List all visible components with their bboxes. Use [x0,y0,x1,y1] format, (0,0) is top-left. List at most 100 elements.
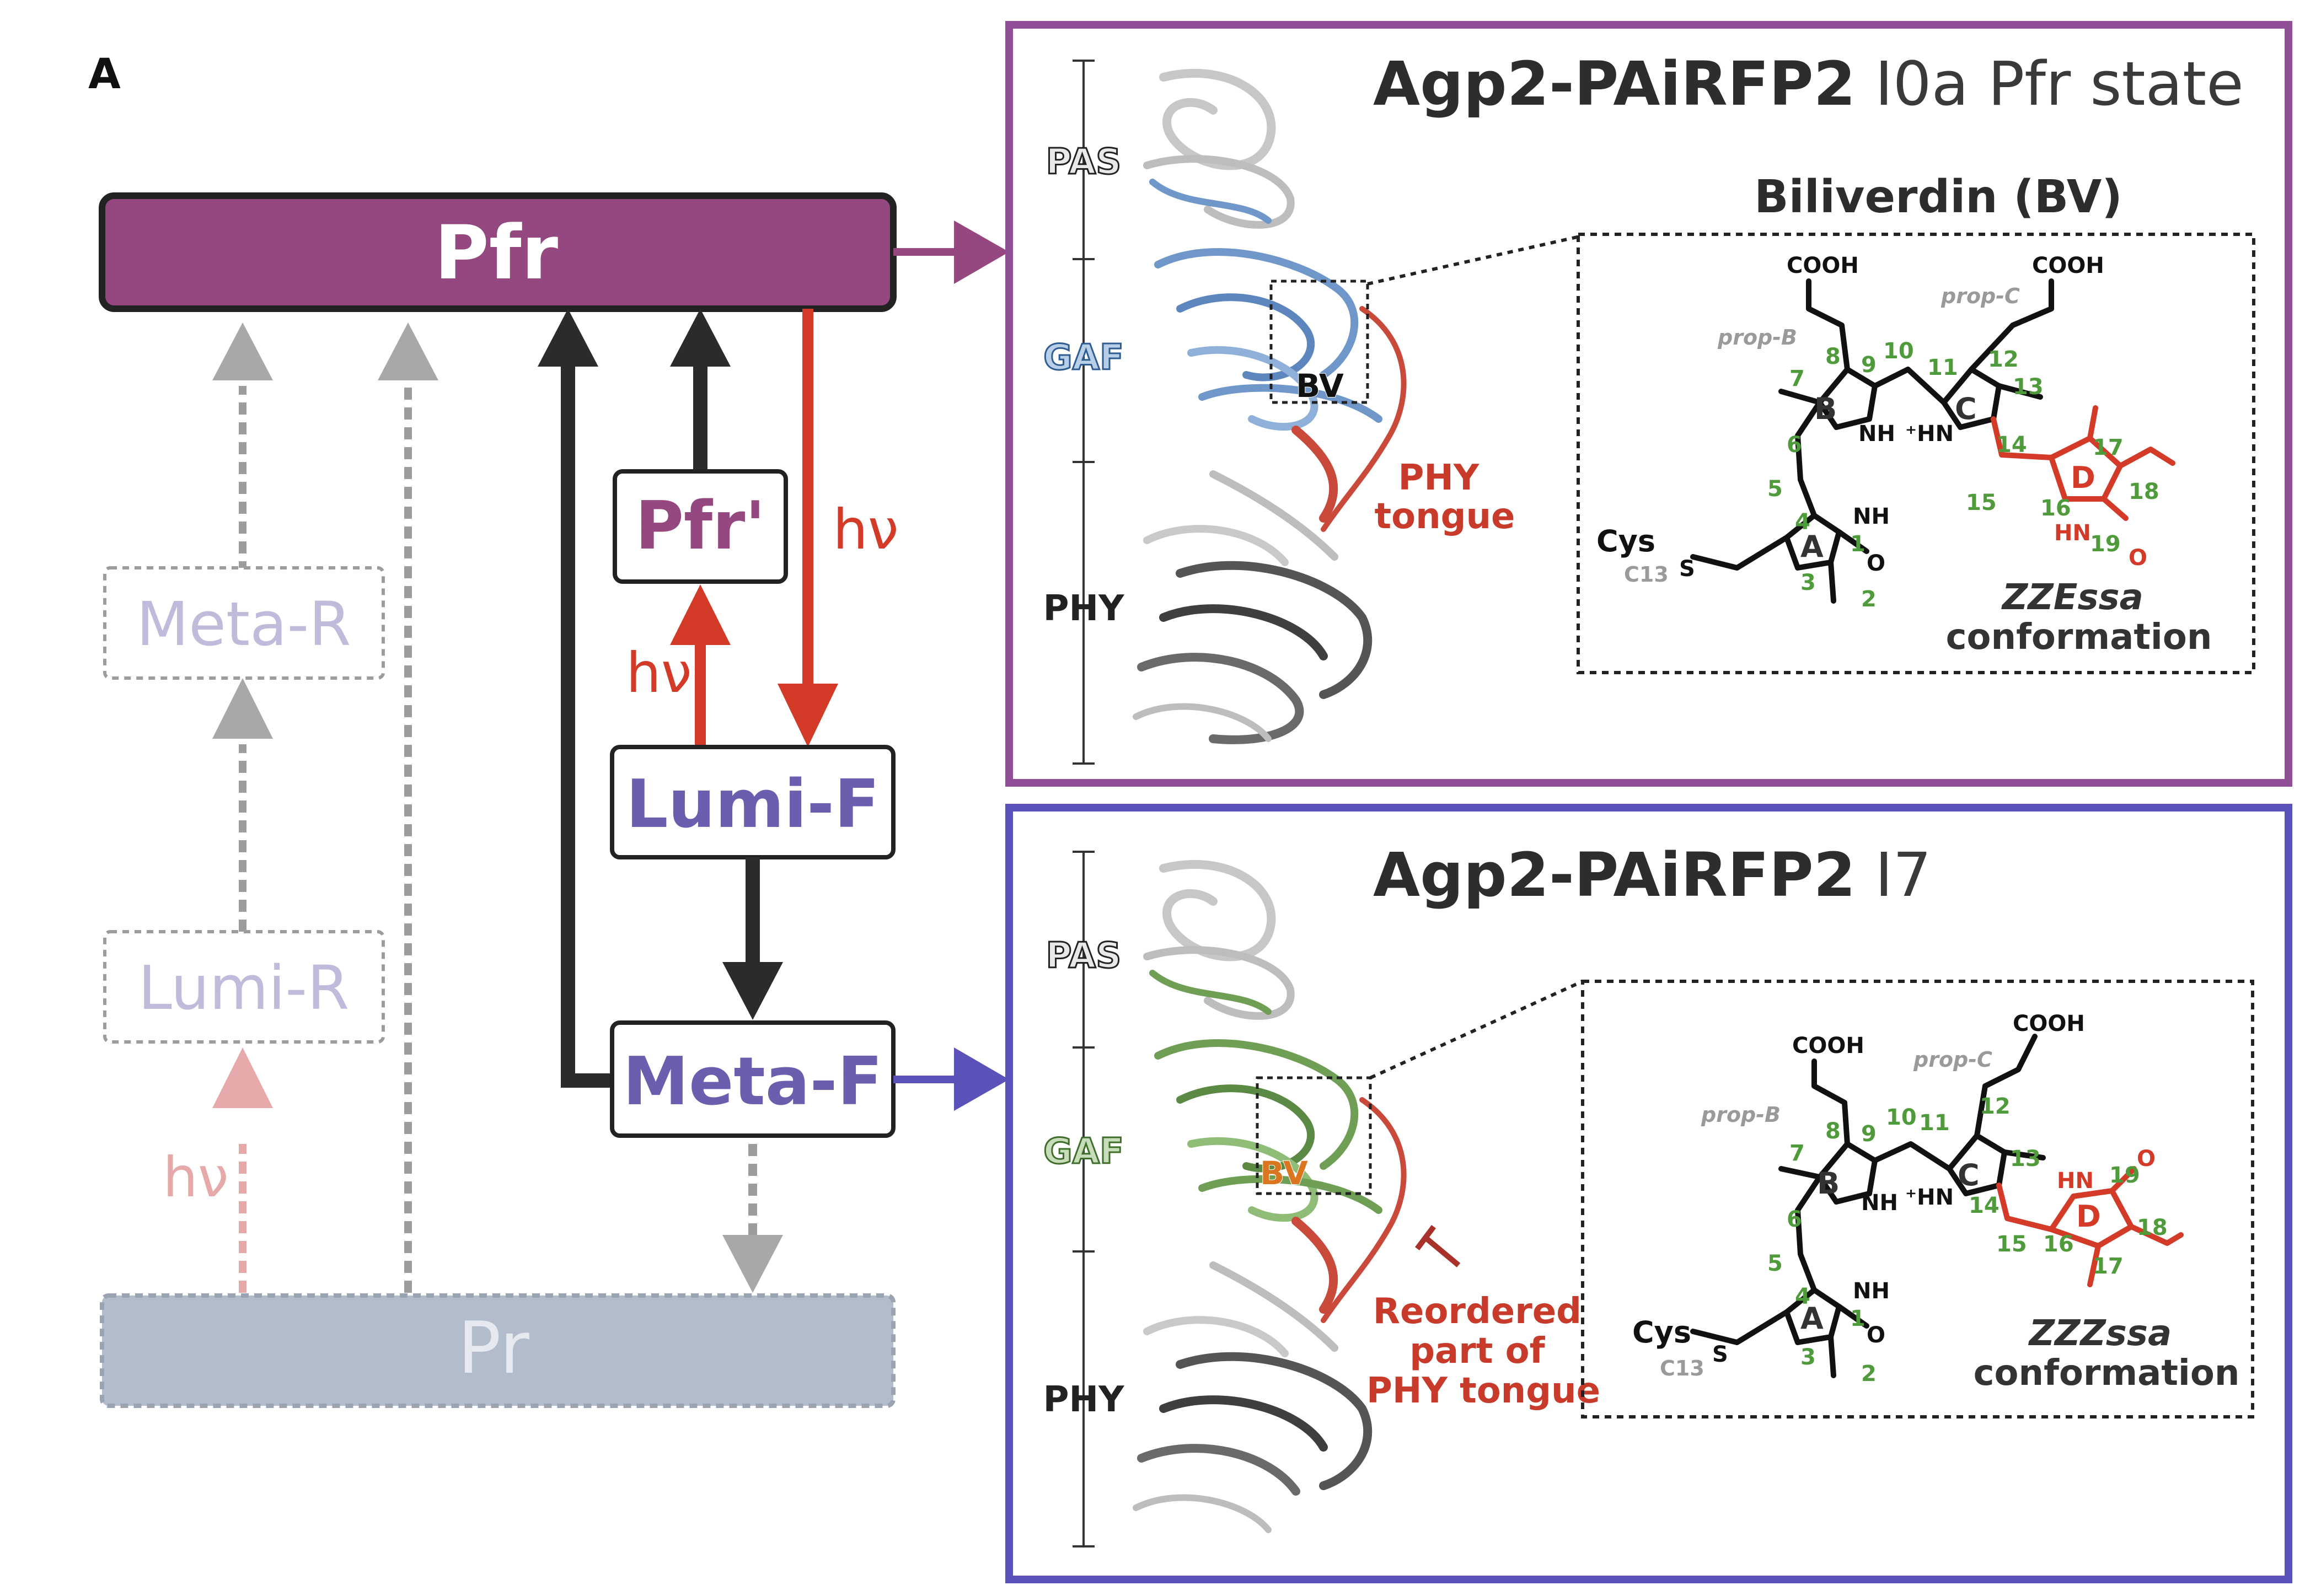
panel2-biliverdin-structure: COOH COOH prop-B prop-C NH ⁺HN NH O HN O… [1632,1011,2239,1394]
panel-label: A [88,49,121,98]
svg-text:19: 19 [2090,531,2121,557]
svg-text:S: S [1712,1342,1728,1367]
panel2-locants: 1 2 3 4 5 6 7 8 9 10 11 12 13 14 15 16 1… [1767,1094,2168,1387]
panel2-domain-gaf: GAF [1043,1131,1124,1172]
panel2-title-rest: I7 [1875,840,1931,910]
svg-text:D: D [2071,460,2095,495]
pfr-label: Pfr [435,209,559,296]
panel1-domain-ruler [1073,60,1095,765]
svg-text:9: 9 [1861,1121,1877,1147]
svg-text:COOH: COOH [2032,253,2104,278]
panel2-bv-inset [1581,980,2254,1418]
svg-text:NH: NH [1853,504,1890,529]
svg-text:19: 19 [2109,1163,2140,1188]
svg-text:prop-B: prop-B [1701,1103,1781,1127]
panel2-title-bold: Agp2-PAiRFP2 [1373,840,1856,910]
hv-label-right: hν [833,497,898,562]
svg-text:O: O [1867,1323,1885,1348]
panel1-tongue-label: PHY tongue [1375,458,1515,537]
panel1-protein-structure [1133,68,1407,744]
panel1-frame [1005,21,2292,787]
svg-text:15: 15 [1996,1232,2027,1257]
pfr-prime-label: Pfr' [635,488,765,565]
panel1-title-bold: Agp2-PAiRFP2 [1373,49,1856,119]
svg-text:Cys: Cys [1632,1315,1691,1350]
panel1-conformation: ZZEssa conformation [1946,577,2212,658]
svg-text:B: B [1817,1166,1840,1201]
svg-text:HN: HN [2057,1168,2094,1194]
svg-text:5: 5 [1767,1251,1783,1276]
panel2-domain-ruler [1073,851,1095,1547]
pr-box [100,1293,896,1408]
svg-text:⁺HN: ⁺HN [1905,421,1954,447]
svg-text:18: 18 [2137,1215,2168,1240]
panel2-tongue-label: Reordered part of PHY tongue [1366,1291,1600,1411]
svg-text:NH: NH [1861,1190,1898,1216]
svg-text:D: D [2076,1199,2101,1234]
svg-text:Cys: Cys [1596,524,1655,558]
svg-text:prop-C: prop-C [1913,1047,1992,1072]
panel1-tongue-line1: PHY [1398,458,1479,498]
svg-text:S: S [1679,556,1695,582]
meta-f-to-pfr-arrow [561,364,615,1088]
svg-text:2: 2 [1861,587,1877,612]
svg-text:A: A [1800,1301,1824,1336]
panel2-conformation: ZZZssa conformation [1974,1313,2240,1394]
svg-text:15: 15 [1966,490,1997,515]
svg-text:5: 5 [1767,476,1783,502]
svg-text:7: 7 [1789,1141,1805,1166]
svg-text:16: 16 [2040,496,2071,521]
svg-text:4: 4 [1795,1284,1810,1309]
panel2-domain-phy: PHY [1043,1379,1124,1420]
svg-text:3: 3 [1800,1345,1816,1370]
panel1-bv-label: BV [1296,367,1344,405]
svg-text:HN: HN [2054,520,2091,546]
panel1-locants: 1 2 3 4 5 6 7 8 9 10 11 12 13 14 15 16 1… [1767,338,2159,612]
svg-text:NH: NH [1858,421,1895,447]
svg-text:17: 17 [2093,1254,2124,1279]
svg-text:12: 12 [1988,347,2019,372]
svg-text:13: 13 [2010,1146,2041,1172]
svg-text:COOH: COOH [1792,1033,1864,1058]
svg-text:14: 14 [1969,1193,2000,1218]
pr-to-pfr-direct [378,323,438,1293]
panel1-zoom-line [1367,235,1578,286]
svg-text:A: A [1800,529,1824,564]
svg-text:14: 14 [1996,432,2027,458]
svg-text:prop-C: prop-C [1941,284,2020,308]
panel1-conformation-word: conformation [1946,617,2212,658]
panel2-reorder-marker [1415,1225,1461,1267]
lumi-r-label: Lumi-R [138,953,350,1023]
panel1-domain-gaf: GAF [1043,337,1124,378]
lumi-f-label: Lumi-F [626,766,880,843]
panel2-protein-structure [1133,859,1407,1533]
svg-text:O: O [2129,545,2147,571]
panel2-conformation-name: ZZZssa [2028,1313,2172,1354]
svg-text:C13: C13 [1624,562,1669,587]
svg-text:18: 18 [2129,479,2159,504]
panel2-bv-label: BV [1260,1154,1308,1192]
meta-f-label: Meta-F [623,1044,883,1120]
svg-text:8: 8 [1825,344,1841,369]
panel1-inset-title: Biliverdin (BV) [1754,171,2122,223]
svg-text:C: C [1958,1158,1980,1192]
svg-text:11: 11 [1919,1110,1950,1136]
svg-text:11: 11 [1927,355,1958,380]
svg-text:COOH: COOH [1787,253,1859,278]
svg-text:2: 2 [1861,1361,1877,1387]
panel2-atom-labels: COOH COOH prop-B prop-C NH ⁺HN NH O HN O… [1632,1011,2156,1380]
svg-text:3: 3 [1800,570,1816,595]
panel1-domain-pas: PAS [1046,142,1122,182]
pfr-prime-box [613,469,788,584]
panel1-domain-phy: PHY [1043,588,1124,629]
svg-text:16: 16 [2043,1232,2074,1257]
svg-text:O: O [1867,551,1885,576]
svg-text:O: O [2137,1146,2156,1172]
panel1-title: Agp2-PAiRFP2 I0a Pfr state [1373,49,2244,119]
svg-text:6: 6 [1787,1207,1802,1232]
panel2-domain-pas: PAS [1046,936,1122,976]
panel2-bv-box [1256,1076,1372,1195]
svg-text:6: 6 [1787,432,1802,458]
pr-label: Pr [458,1306,529,1390]
